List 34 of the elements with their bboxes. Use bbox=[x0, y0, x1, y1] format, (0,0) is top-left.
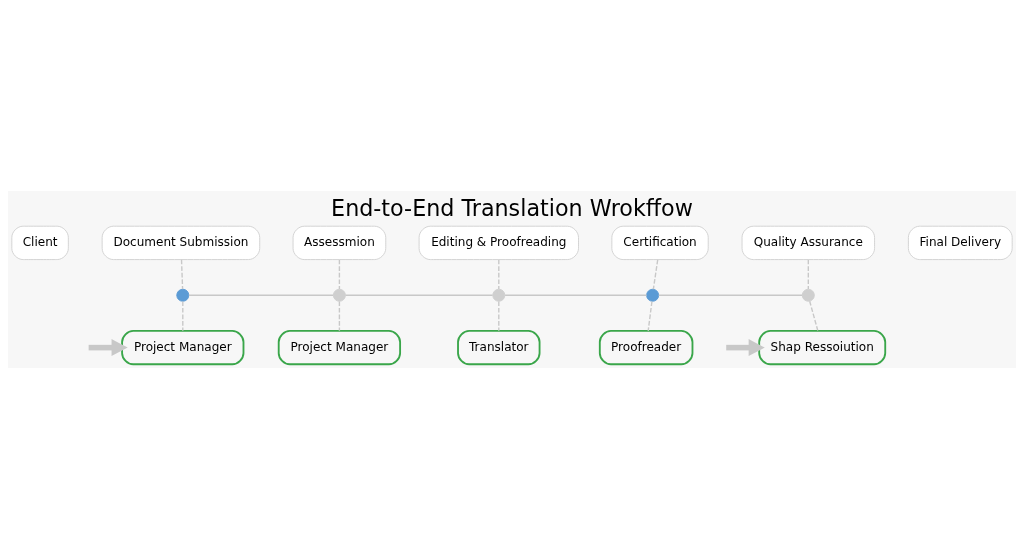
node-box: Shap Ressoiution bbox=[758, 330, 887, 366]
node-box: Project Manager bbox=[277, 330, 402, 366]
connector bbox=[504, 294, 648, 296]
connector bbox=[498, 300, 500, 332]
node-box: Certification bbox=[611, 225, 709, 261]
node-circle bbox=[176, 288, 190, 302]
connector bbox=[338, 259, 341, 290]
node-box: Assessmion bbox=[292, 225, 387, 261]
node-box: Client bbox=[11, 225, 69, 261]
connector bbox=[647, 300, 653, 332]
connector bbox=[498, 259, 500, 290]
node-circle bbox=[492, 288, 506, 302]
connector bbox=[809, 300, 819, 332]
connector bbox=[807, 259, 809, 290]
node-box: Document Submission bbox=[101, 225, 261, 261]
connector bbox=[188, 294, 334, 296]
connector bbox=[652, 259, 659, 290]
node-box: Proofreader bbox=[598, 330, 694, 366]
arrow bbox=[726, 339, 765, 357]
node-circle bbox=[646, 288, 660, 302]
node-box: Translator bbox=[457, 330, 541, 366]
node-box: Project Manager bbox=[121, 330, 245, 366]
node-circle bbox=[801, 288, 815, 302]
connector bbox=[180, 259, 184, 290]
node-box: Editing & Proofreading bbox=[418, 225, 579, 261]
node-box: Quality Assurance bbox=[741, 225, 876, 261]
connector bbox=[338, 300, 341, 332]
node-circle bbox=[332, 288, 346, 302]
node-box: Final Delivery bbox=[907, 225, 1013, 261]
arrow bbox=[88, 339, 128, 357]
diagram-title: End-to-End Translation Wrokffow bbox=[331, 195, 693, 222]
connector bbox=[658, 294, 803, 296]
connector bbox=[182, 300, 184, 332]
connector bbox=[344, 294, 494, 296]
